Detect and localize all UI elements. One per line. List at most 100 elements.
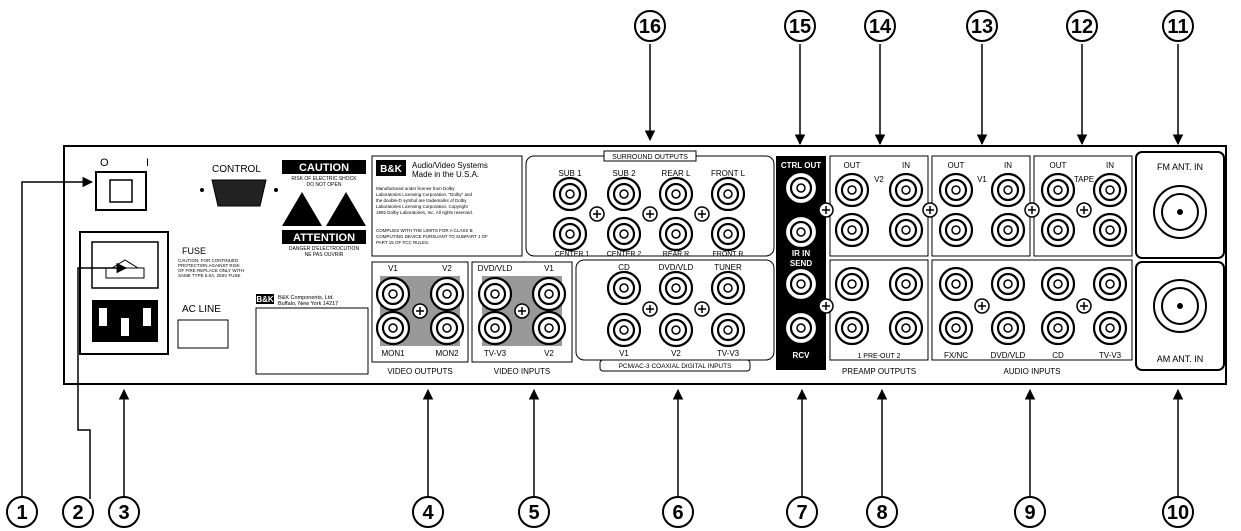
svg-text:DANGER D'ELECTROCUTION: DANGER D'ELECTROCUTION [289,246,360,252]
svg-text:the double-D symbol are tradem: the double-D symbol are trademarks of Do… [376,198,467,203]
rca-jack[interactable] [1040,172,1076,208]
rca-jack[interactable] [990,172,1026,208]
surround-front-r-label: FRONT R [713,251,744,258]
callout-number: 13 [971,16,993,38]
rca-jack[interactable] [658,312,694,348]
rca-jack[interactable] [710,312,746,348]
fuse-holder[interactable] [79,231,169,355]
rca-jack[interactable] [658,176,694,212]
fuse-caution-line: OF FIRE REPLACE ONLY WITH [178,268,244,273]
fuse-caution-line: SAME TYPE 5.0A, 250V FUSE [178,273,240,278]
v2-out-label: OUT [844,161,861,170]
callout-5: 5 [518,496,550,528]
callout-number: 12 [1071,16,1093,38]
svg-text:Manufactured under license fro: Manufactured under license from Dolby [376,186,455,191]
plus-icon [1076,298,1092,314]
rca-jack[interactable] [938,212,974,248]
rca-jack[interactable] [783,214,819,250]
callout-leaders [21,44,1184,499]
fm-antenna-connector[interactable] [1153,185,1207,239]
rca-jack[interactable] [429,310,465,346]
ac-line-label: AC LINE [182,304,221,315]
rca-jack[interactable] [606,216,642,252]
rca-jack[interactable] [834,266,870,302]
rca-jack[interactable] [1092,212,1128,248]
exclamation-warning-icon [326,192,366,226]
rca-jack[interactable] [531,310,567,346]
rca-jack[interactable] [938,266,974,302]
rca-jack[interactable] [531,276,567,312]
v2-name-label: V2 [874,175,884,184]
audio-tv-label: TV-V3 [1099,351,1122,360]
power-switch[interactable] [95,171,147,211]
rca-jack[interactable] [429,276,465,312]
rca-jack[interactable] [606,176,642,212]
rca-jack[interactable] [990,310,1026,346]
rca-jack[interactable] [658,270,694,306]
ctrl-out-label: CTRL OUT [781,161,821,170]
rca-jack[interactable] [834,172,870,208]
video-out-mon1-label: MON1 [381,349,405,358]
tape-out-label: OUT [1050,161,1067,170]
rca-jack[interactable] [710,270,746,306]
control-port[interactable] [200,179,278,207]
am-antenna-connector[interactable] [1153,279,1207,333]
callout-2: 2 [62,496,94,528]
rca-jack[interactable] [888,310,924,346]
rca-jack[interactable] [710,176,746,212]
rca-jack[interactable] [834,310,870,346]
rca-jack[interactable] [375,310,411,346]
rca-jack[interactable] [1092,310,1128,346]
rca-jack[interactable] [783,310,819,346]
caution-label-box: CAUTION RISK OF ELECTRIC SHOCK DO NOT OP… [282,160,366,258]
callout-13: 13 [966,10,998,42]
digital-tuner-label: TUNER [714,263,742,272]
rca-jack[interactable] [888,266,924,302]
rca-jack[interactable] [990,212,1026,248]
video-in-dvd-label: DVD/VLD [478,264,513,273]
rca-jack[interactable] [888,172,924,208]
bk-logo: B&K [256,294,274,304]
company-line: B&K Components, Ltd. [278,295,334,301]
rca-jack[interactable] [658,216,694,252]
rca-jack[interactable] [477,310,513,346]
svg-text:Laboratories Licensing Corpora: Laboratories Licensing Corporation. Copy… [376,204,469,209]
digital-tv-label: TV-V3 [717,349,740,358]
plus-icon [694,206,710,222]
rca-jack[interactable] [606,270,642,306]
rca-jack[interactable] [552,216,588,252]
rca-jack[interactable] [1040,266,1076,302]
rca-jack[interactable] [990,266,1026,302]
rca-jack[interactable] [710,216,746,252]
callout-11: 11 [1162,10,1194,42]
callout-number: 10 [1167,502,1189,524]
rca-jack[interactable] [938,172,974,208]
rca-jack[interactable] [1092,172,1128,208]
callout-number: 7 [796,502,807,524]
rca-jack[interactable] [888,212,924,248]
surround-center1-label: CENTER 1 [555,251,590,258]
rca-jack[interactable] [1040,212,1076,248]
rca-jack[interactable] [938,310,974,346]
rca-jack[interactable] [375,276,411,312]
rca-jack[interactable] [1040,310,1076,346]
rca-jack[interactable] [1092,266,1128,302]
rcv-label: RCV [793,351,811,360]
svg-text:1992 Dolby Laboratories, Inc.: 1992 Dolby Laboratories, Inc. All rights… [376,210,473,215]
rca-jack[interactable] [606,312,642,348]
callout-number: 9 [1024,502,1035,524]
rca-jack[interactable] [552,176,588,212]
rca-jack[interactable] [834,212,870,248]
callout-4: 4 [412,496,444,528]
rca-jack[interactable] [783,266,819,302]
plus-icon [642,301,658,317]
rca-jack[interactable] [477,276,513,312]
v1-out-label: OUT [948,161,965,170]
surround-outputs-label: SURROUND OUTPUTS [612,154,688,161]
svg-text:B&K: B&K [380,164,402,175]
digital-v2-label: V2 [671,349,681,358]
ir-in-label: IR IN [792,249,810,258]
surround-rear-l-label: REAR L [662,169,691,178]
rca-jack[interactable] [783,170,819,206]
preamp-outputs-label: PREAMP OUTPUTS [842,367,916,376]
